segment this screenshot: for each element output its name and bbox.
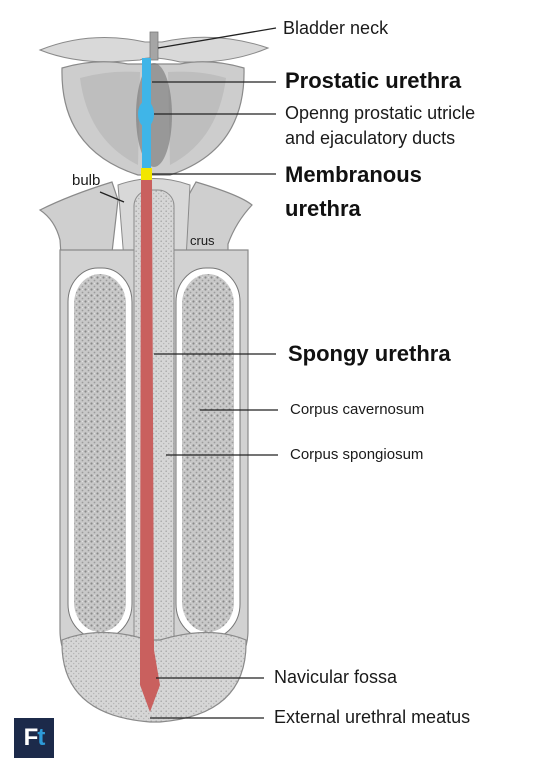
leader-lines — [99, 27, 278, 719]
label-navicular-fossa: Navicular fossa — [274, 667, 398, 687]
label-prostatic-urethra: Prostatic urethra — [285, 68, 462, 93]
label-corpus-spongiosum: Corpus spongiosum — [290, 446, 424, 463]
label-utricle-line1: Openng prostatic utricle — [285, 103, 476, 123]
prostate-region — [38, 31, 270, 176]
urethra — [138, 58, 160, 712]
label-external-meatus: External urethral meatus — [274, 707, 471, 727]
label-utricle-line2: and ejaculatory ducts — [285, 128, 456, 148]
leader-bladder-neck — [157, 27, 277, 49]
spongy-urethra-segment — [140, 180, 160, 712]
label-bulb: bulb — [72, 172, 101, 189]
label-corpus-cavernosum: Corpus cavernosum — [290, 401, 425, 418]
logo-letter-f: F — [23, 724, 39, 751]
prostatic-utricle-opening — [138, 101, 154, 127]
label-spongy-urethra: Spongy urethra — [288, 341, 451, 366]
label-membranous-line2: urethra — [285, 196, 361, 221]
label-membranous-line1: Membranous — [285, 162, 422, 187]
membranous-urethra-segment — [141, 168, 152, 180]
penile-shaft — [59, 189, 249, 711]
logo-letter-t: t — [37, 724, 45, 751]
leader-bulb — [99, 191, 125, 203]
label-bladder-neck: Bladder neck — [283, 18, 389, 38]
label-crus: crus — [190, 233, 215, 248]
